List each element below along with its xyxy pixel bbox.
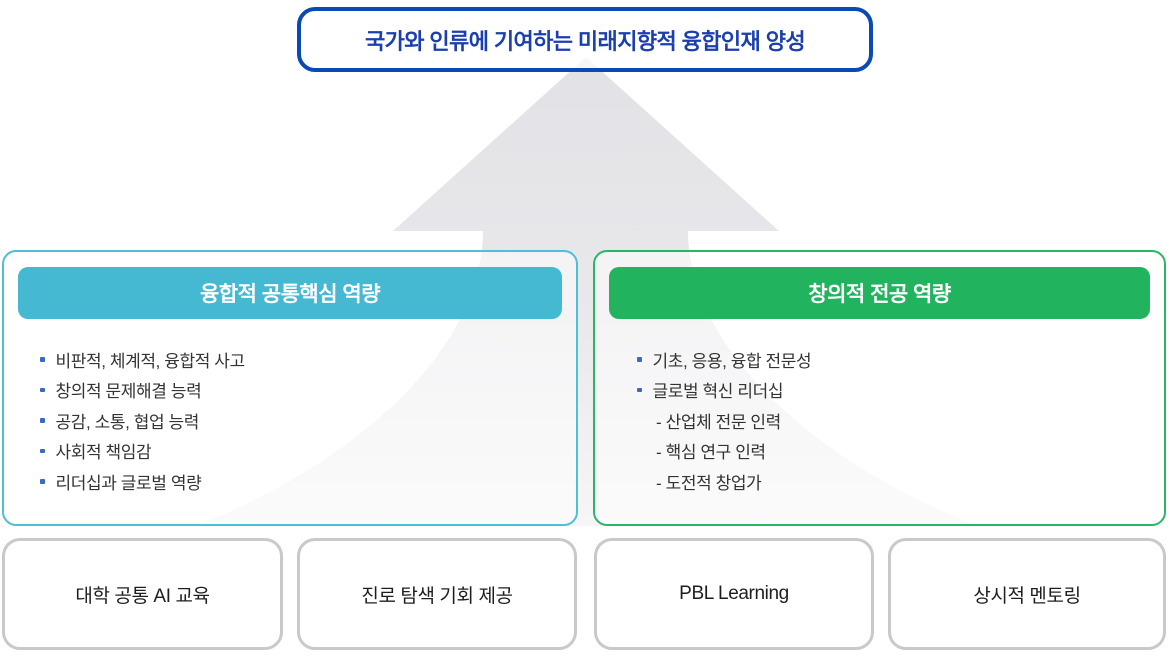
major-competency-list: 기초, 응용, 융합 전문성 글로벌 혁신 리더십 - 산업체 전문 인력 - … bbox=[637, 344, 1164, 497]
list-item: 공감, 소통, 협업 능력 bbox=[40, 405, 576, 436]
common-core-panel-header-label: 융합적 공통핵심 역량 bbox=[199, 283, 381, 306]
list-item: 기초, 응용, 융합 전문성 bbox=[637, 344, 1164, 375]
list-item: 창의적 문제해결 능력 bbox=[40, 375, 576, 406]
common-core-panel: 융합적 공통핵심 역량 비판적, 체계적, 융합적 사고 창의적 문제해결 능력… bbox=[2, 250, 578, 526]
bottom-box-mentoring: 상시적 멘토링 bbox=[888, 538, 1166, 650]
bottom-box-label: 대학 공통 AI 교육 bbox=[75, 585, 210, 607]
list-item-label: 글로벌 혁신 리더십 bbox=[652, 382, 784, 402]
list-sub-item-label: - 산업체 전문 인력 bbox=[656, 412, 781, 432]
list-item-label: 기초, 응용, 융합 전문성 bbox=[652, 351, 812, 371]
common-core-list: 비판적, 체계적, 융합적 사고 창의적 문제해결 능력 공감, 소통, 협업 … bbox=[40, 344, 576, 497]
bottom-box-ai-education: 대학 공통 AI 교육 bbox=[2, 538, 283, 650]
bullet-dot-icon bbox=[40, 387, 45, 392]
list-sub-item: - 산업체 전문 인력 bbox=[637, 405, 1164, 436]
list-sub-item: - 도전적 창업가 bbox=[637, 466, 1164, 497]
bullet-dot-icon bbox=[637, 387, 642, 392]
bottom-box-career-exploration: 진로 탐색 기회 제공 bbox=[297, 538, 577, 650]
bullet-dot-icon bbox=[40, 418, 45, 423]
bottom-box-label: 진로 탐색 기회 제공 bbox=[361, 585, 513, 607]
list-sub-item-label: - 핵심 연구 인력 bbox=[656, 443, 766, 463]
bottom-box-label: PBL Learning bbox=[679, 583, 789, 604]
bullet-dot-icon bbox=[40, 479, 45, 484]
list-item: 사회적 책임감 bbox=[40, 436, 576, 467]
list-item: 비판적, 체계적, 융합적 사고 bbox=[40, 344, 576, 375]
bullet-dot-icon bbox=[637, 357, 642, 362]
major-competency-panel-header: 창의적 전공 역량 bbox=[609, 267, 1150, 319]
list-item-label: 창의적 문제해결 능력 bbox=[55, 382, 202, 402]
list-item-label: 사회적 책임감 bbox=[55, 443, 152, 463]
major-competency-panel: 창의적 전공 역량 기초, 응용, 융합 전문성 글로벌 혁신 리더십 - 산업… bbox=[593, 250, 1166, 526]
bottom-box-pbl-learning: PBL Learning bbox=[594, 538, 874, 650]
bottom-box-label: 상시적 멘토링 bbox=[973, 585, 1081, 607]
major-competency-panel-header-label: 창의적 전공 역량 bbox=[808, 283, 951, 306]
list-sub-item-label: - 도전적 창업가 bbox=[656, 473, 762, 493]
list-item: 리더십과 글로벌 역량 bbox=[40, 466, 576, 497]
list-sub-item: - 핵심 연구 인력 bbox=[637, 436, 1164, 467]
goal-title-text: 국가와 인류에 기여하는 미래지향적 융합인재 양성 bbox=[364, 28, 806, 54]
goal-title-box: 국가와 인류에 기여하는 미래지향적 융합인재 양성 bbox=[297, 7, 873, 72]
bullet-dot-icon bbox=[40, 357, 45, 362]
common-core-panel-header: 융합적 공통핵심 역량 bbox=[18, 267, 562, 319]
list-item-label: 리더십과 글로벌 역량 bbox=[55, 473, 202, 493]
list-item-label: 비판적, 체계적, 융합적 사고 bbox=[55, 351, 246, 371]
list-item: 글로벌 혁신 리더십 bbox=[637, 375, 1164, 406]
bullet-dot-icon bbox=[40, 448, 45, 453]
list-item-label: 공감, 소통, 협업 능력 bbox=[55, 412, 200, 432]
